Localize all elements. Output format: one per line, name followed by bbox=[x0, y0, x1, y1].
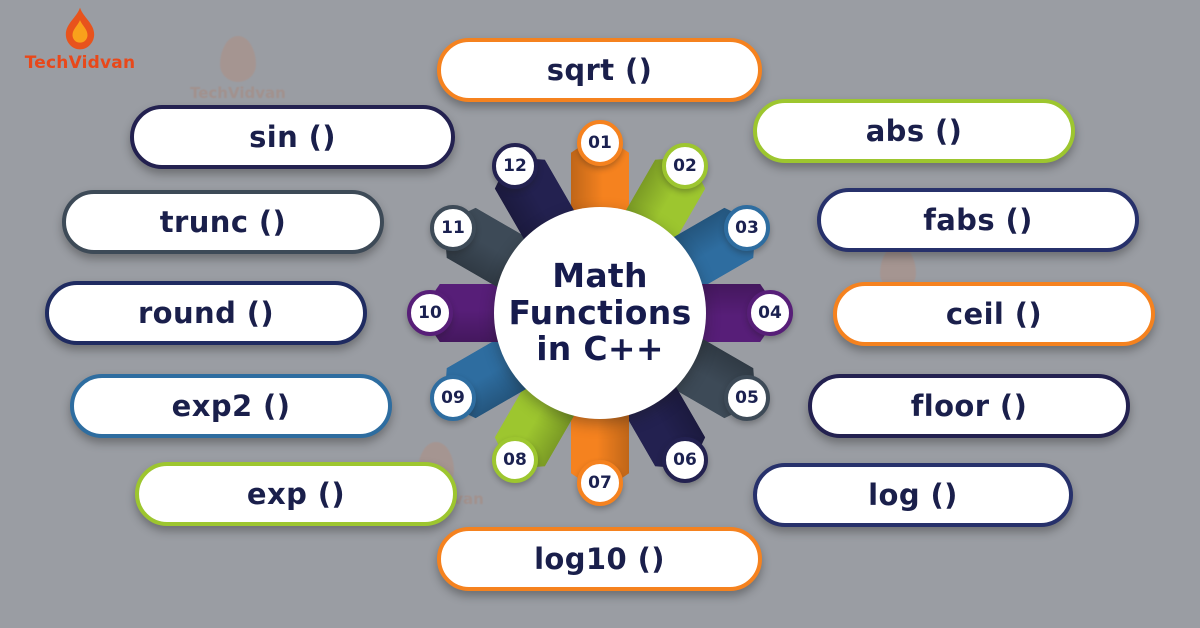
function-pill-sqrt: sqrt () bbox=[437, 38, 762, 102]
function-pill-sin: sin () bbox=[130, 105, 455, 169]
function-pill-floor: floor () bbox=[808, 374, 1130, 438]
step-badge-06: 06 bbox=[662, 437, 708, 483]
step-number: 10 bbox=[418, 303, 442, 323]
brand-logo: TechVidvan bbox=[20, 6, 140, 73]
step-badge-08: 08 bbox=[492, 437, 538, 483]
title-line-1: Math bbox=[552, 255, 648, 295]
diagram-title: Math Functions in C++ bbox=[494, 207, 706, 419]
function-pill-exp2: exp2 () bbox=[70, 374, 392, 438]
step-badge-10: 10 bbox=[407, 290, 453, 336]
function-name: abs () bbox=[865, 114, 963, 148]
step-number: 07 bbox=[588, 473, 612, 493]
function-name: floor () bbox=[910, 389, 1028, 423]
step-badge-02: 02 bbox=[662, 143, 708, 189]
watermark: TechVidvan bbox=[190, 36, 286, 102]
step-number: 03 bbox=[735, 218, 759, 238]
step-number: 12 bbox=[503, 156, 527, 176]
flame-icon bbox=[65, 7, 95, 50]
step-badge-04: 04 bbox=[747, 290, 793, 336]
function-pill-round: round () bbox=[45, 281, 367, 345]
step-badge-01: 01 bbox=[577, 120, 623, 166]
function-name: trunc () bbox=[159, 205, 287, 239]
function-pill-ceil: ceil () bbox=[833, 282, 1155, 346]
step-badge-03: 03 bbox=[724, 205, 770, 251]
step-number: 09 bbox=[441, 388, 465, 408]
function-pill-fabs: fabs () bbox=[817, 188, 1139, 252]
watermark-text: TechVidvan bbox=[190, 84, 286, 102]
function-name: exp2 () bbox=[171, 389, 291, 423]
step-badge-05: 05 bbox=[724, 375, 770, 421]
step-number: 04 bbox=[758, 303, 782, 323]
function-pill-abs: abs () bbox=[753, 99, 1075, 163]
function-pill-log: log () bbox=[753, 463, 1073, 527]
step-badge-12: 12 bbox=[492, 143, 538, 189]
step-badge-11: 11 bbox=[430, 205, 476, 251]
function-pill-trunc: trunc () bbox=[62, 190, 384, 254]
function-pill-log10: log10 () bbox=[437, 527, 762, 591]
function-name: sqrt () bbox=[546, 53, 653, 87]
function-name: exp () bbox=[246, 477, 346, 511]
title-line-3: in C++ bbox=[536, 329, 664, 369]
function-pill-exp: exp () bbox=[135, 462, 457, 526]
function-name: round () bbox=[137, 296, 275, 330]
function-name: log10 () bbox=[534, 542, 665, 576]
step-badge-07: 07 bbox=[577, 460, 623, 506]
step-number: 05 bbox=[735, 388, 759, 408]
watermark-flame-icon bbox=[219, 36, 256, 82]
step-number: 01 bbox=[588, 133, 612, 153]
step-number: 02 bbox=[673, 156, 697, 176]
step-number: 06 bbox=[673, 450, 697, 470]
function-name: fabs () bbox=[923, 203, 1033, 237]
title-line-2: Functions bbox=[508, 292, 692, 332]
step-number: 08 bbox=[503, 450, 527, 470]
step-number: 11 bbox=[441, 218, 465, 238]
function-name: log () bbox=[868, 478, 958, 512]
function-name: sin () bbox=[249, 120, 336, 154]
function-name: ceil () bbox=[945, 297, 1043, 331]
step-badge-09: 09 bbox=[430, 375, 476, 421]
brand-name: TechVidvan bbox=[24, 53, 136, 73]
